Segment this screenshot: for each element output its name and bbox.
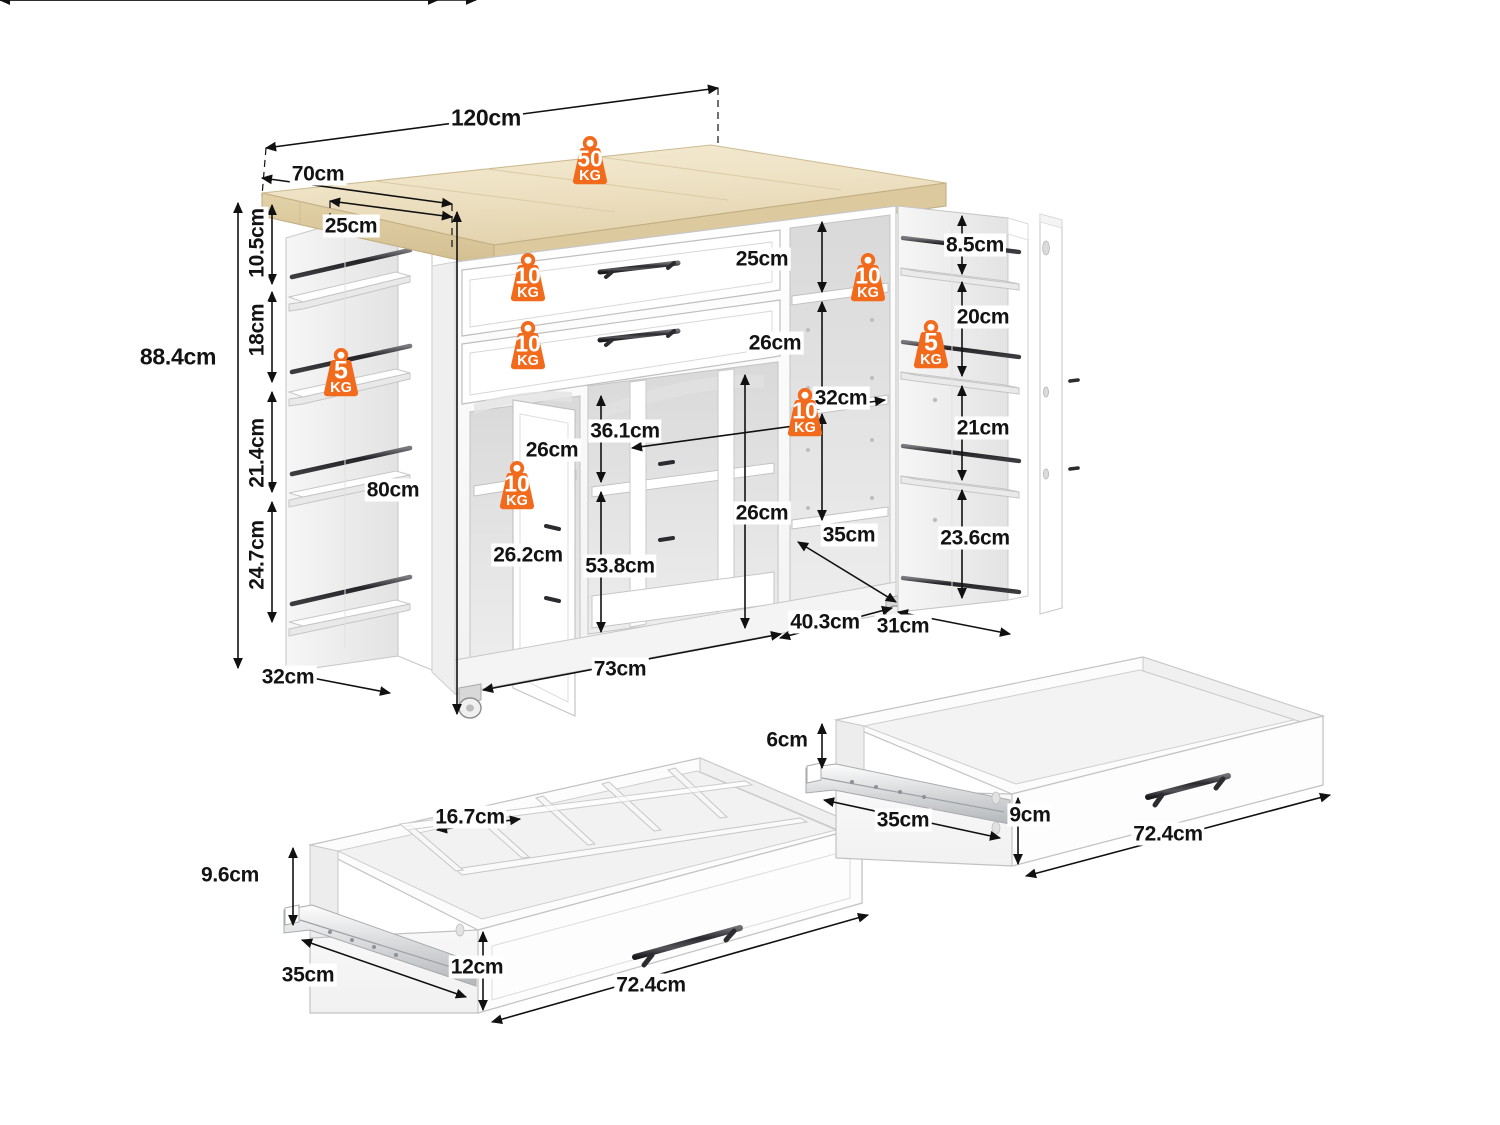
plain-drawer	[805, 656, 1326, 867]
dimension-label-rack-tier-10-5: 10.5cm	[245, 206, 269, 280]
dimension-label-depth-70: 70cm	[289, 162, 347, 186]
left-side-spice-rack	[285, 204, 433, 673]
dimension-label-right-open-40-3: 40.3cm	[788, 610, 862, 634]
dimension-label-rack-tier-24-7: 24.7cm	[245, 518, 269, 592]
svg-text:50: 50	[577, 146, 603, 172]
dimension-label-rack-tier-18: 18cm	[245, 301, 269, 359]
door-handle-vertical	[1068, 369, 1081, 481]
svg-text:KG: KG	[857, 285, 879, 301]
caster-wheel	[458, 683, 482, 719]
weight-icon: 5KG	[913, 320, 949, 369]
dimension-label-bay-26-upper: 26cm	[746, 331, 804, 355]
svg-text:10: 10	[515, 331, 541, 357]
dimension-label-rack-depth-32: 32cm	[259, 665, 317, 689]
right-outer-door-panel	[1039, 213, 1081, 615]
dimension-label-cabinet-36-1: 36.1cm	[588, 419, 662, 443]
svg-text:5: 5	[924, 329, 938, 357]
dimension-label-rdoor-tier-20: 20cm	[954, 305, 1012, 329]
dimension-label-base-width-73: 73cm	[591, 657, 649, 681]
dimension-label-left-door-26: 26cm	[523, 438, 581, 462]
weight-icon: 5KG	[323, 348, 359, 397]
svg-text:10: 10	[855, 263, 881, 289]
dimension-label-plain-width-72-4: 72.4cm	[1131, 822, 1205, 846]
dimension-label-overhang-25: 25cm	[322, 214, 380, 238]
dimension-label-body-height-80: 80cm	[364, 478, 422, 502]
dimension-label-div-side-9-6: 9.6cm	[198, 863, 262, 887]
dimension-label-bay-depth-35: 35cm	[820, 523, 878, 547]
cabinet-door-handle	[657, 455, 675, 555]
dimension-label-div-depth-35: 35cm	[279, 963, 337, 987]
svg-text:KG: KG	[579, 168, 601, 184]
dimension-label-drawer-bay-25: 25cm	[733, 247, 791, 271]
dimension-label-rack-tier-21-4: 21.4cm	[245, 416, 269, 490]
divided-organizer-drawer	[283, 757, 864, 1014]
dimension-label-cabinet-53-8: 53.8cm	[583, 554, 657, 578]
dimension-label-left-door-26-2: 26.2cm	[491, 543, 565, 567]
svg-text:5: 5	[334, 357, 348, 385]
dimension-label-plain-side-6: 6cm	[764, 728, 810, 752]
dimension-label-width-120: 120cm	[448, 104, 524, 131]
svg-text:10: 10	[515, 263, 541, 289]
svg-text:10: 10	[504, 471, 530, 497]
dimension-label-div-width-72-4: 72.4cm	[614, 973, 688, 997]
dimension-label-right-door-31: 31cm	[874, 614, 932, 638]
dimension-label-div-front-12: 12cm	[448, 955, 506, 979]
drawer-handle	[597, 260, 681, 279]
dimension-label-bay-26-lower: 26cm	[733, 501, 791, 525]
svg-text:KG: KG	[330, 380, 352, 396]
svg-text:KG: KG	[920, 352, 942, 368]
dimension-label-rdoor-tier-23-6: 23.6cm	[938, 526, 1012, 550]
dimension-label-plain-front-9: 9cm	[1007, 803, 1053, 827]
dimension-label-rdoor-tier-8-5: 8.5cm	[943, 233, 1007, 257]
svg-text:KG: KG	[794, 420, 816, 436]
dimension-label-total-height-88: 88.4cm	[137, 343, 219, 370]
dimension-label-div-cell-16-7: 16.7cm	[433, 805, 507, 829]
drawer-handle	[597, 328, 681, 347]
dimension-label-plain-depth-35: 35cm	[874, 808, 932, 832]
right-side-door-rack	[897, 205, 1029, 613]
svg-text:10: 10	[792, 398, 818, 424]
svg-text:KG: KG	[517, 285, 539, 301]
dimension-label-bay-32: 32cm	[812, 386, 870, 410]
svg-text:KG: KG	[517, 353, 539, 369]
dimension-label-rdoor-tier-21: 21cm	[954, 416, 1012, 440]
center-cabinet	[587, 361, 779, 635]
svg-text:KG: KG	[506, 493, 528, 509]
